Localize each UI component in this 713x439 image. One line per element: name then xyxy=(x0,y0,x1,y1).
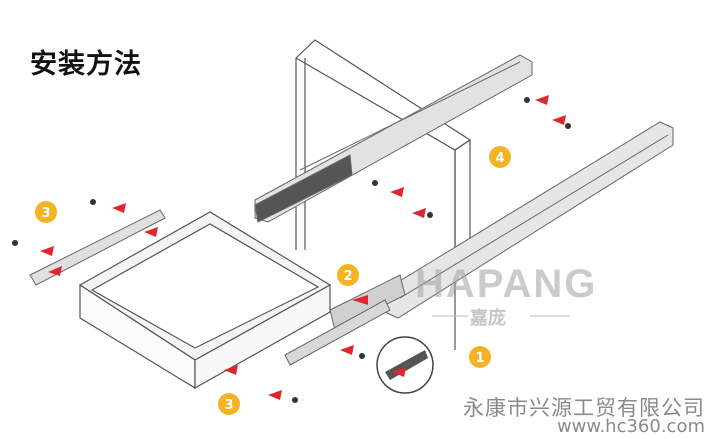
svg-text:3: 3 xyxy=(224,398,233,413)
drawer-rail-right xyxy=(284,299,391,366)
page-title: 安装方法 xyxy=(30,49,142,80)
drawer-rail-left xyxy=(29,209,166,286)
watermark-sub: 嘉庞 xyxy=(470,308,506,329)
cabinet xyxy=(295,39,472,350)
step-badge-2: 2 xyxy=(337,264,359,286)
screws xyxy=(12,97,571,403)
step-badge-3-left: 3 xyxy=(35,201,57,223)
svg-text:4: 4 xyxy=(495,151,504,166)
watermark-brand: HAPANG xyxy=(415,262,598,306)
drawer-box xyxy=(78,211,332,390)
website: www.hc360.com xyxy=(556,416,705,437)
arrows xyxy=(40,95,566,400)
svg-text:1: 1 xyxy=(475,351,484,366)
step-badge-1: 1 xyxy=(469,346,491,368)
company-name: 永康市兴源工贸有限公司 xyxy=(463,396,705,420)
svg-text:3: 3 xyxy=(41,206,50,221)
step-badge-3-bottom: 3 xyxy=(218,393,240,415)
svg-text:2: 2 xyxy=(343,269,352,284)
step-badge-4: 4 xyxy=(489,146,511,168)
cabinet-rail-upper xyxy=(254,54,533,223)
